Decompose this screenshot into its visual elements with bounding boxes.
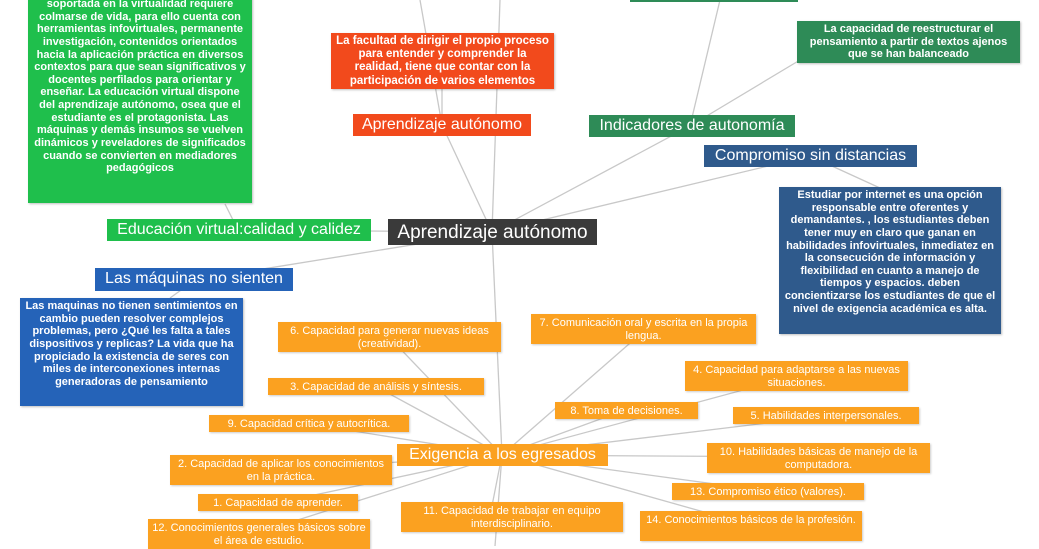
exigencia-item-14[interactable]: 14. Conocimientos básicos de la profesió… [640, 511, 862, 541]
compromiso-note: Estudiar por internet es una opción resp… [779, 187, 1001, 334]
aprendizaje-note: La facultad de dirigir el propio proceso… [331, 33, 554, 89]
exigencia-item-13[interactable]: 13. Compromiso ético (valores). [672, 483, 864, 500]
maquinas-note: Las maquinas no tienen sentimientos en c… [20, 298, 243, 406]
exigencia-item-6[interactable]: 6. Capacidad para generar nuevas ideas (… [278, 322, 501, 352]
central-topic[interactable]: Aprendizaje autónomo [388, 219, 597, 245]
exigencia-item-10[interactable]: 10. Habilidades básicas de manejo de la … [707, 443, 930, 473]
compromiso-topic[interactable]: Compromiso sin distancias [704, 145, 917, 167]
indicadores-topic[interactable]: Indicadores de autonomía [589, 115, 795, 137]
exigencia-item-2[interactable]: 2. Capacidad de aplicar los conocimiento… [170, 455, 392, 485]
exigencia-item-1[interactable]: 1. Capacidad de aprender. [198, 494, 358, 511]
exigencia-item-4[interactable]: 4. Capacidad para adaptarse a las nuevas… [685, 361, 908, 391]
exigencia-item-3[interactable]: 3. Capacidad de análisis y síntesis. [268, 378, 484, 395]
educacion-virtual-topic[interactable]: Educación virtual:calidad y calidez [107, 219, 371, 241]
exigencia-item-12[interactable]: 12. Conocimientos generales básicos sobr… [148, 519, 370, 549]
exigencia-item-9[interactable]: 9. Capacidad crítica y autocrítica. [209, 415, 409, 432]
exigencia-item-11[interactable]: 11. Capacidad de trabajar en equipo inte… [401, 502, 623, 532]
maquinas-topic[interactable]: Las máquinas no sienten [95, 268, 293, 291]
indicadores-top-note [630, 0, 798, 2]
exigencia-item-8[interactable]: 8. Toma de decisiones. [555, 402, 698, 419]
exigencia-item-5[interactable]: 5. Habilidades interpersonales. [733, 407, 919, 424]
aprendizaje-topic[interactable]: Aprendizaje autónomo [353, 114, 531, 136]
educacion-virtual-note: soportada en la virtualidad requiere col… [28, 0, 252, 203]
exigencia-item-7[interactable]: 7. Comunicación oral y escrita en la pro… [531, 314, 756, 344]
indicadores-note: La capacidad de reestructurar el pensami… [797, 21, 1020, 63]
exigencia-topic[interactable]: Exigencia a los egresados [397, 444, 608, 466]
